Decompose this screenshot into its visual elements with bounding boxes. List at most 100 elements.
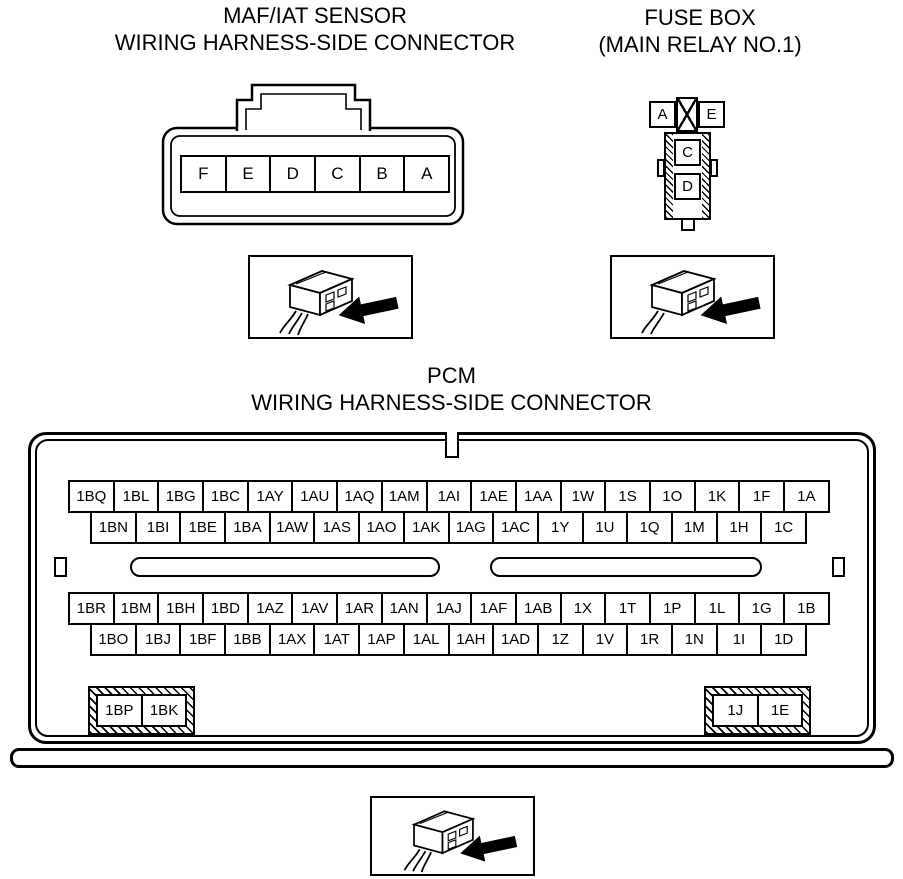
pin-1AY: 1AY xyxy=(246,480,294,513)
pin-1AQ: 1AQ xyxy=(336,480,383,513)
pin-1AI: 1AI xyxy=(425,480,473,513)
pin-1BQ: 1BQ xyxy=(68,480,115,513)
maf-title-line1: MAF/IAT SENSOR xyxy=(223,3,407,28)
pin-1BO: 1BO xyxy=(90,623,137,656)
pin-1AT: 1AT xyxy=(313,623,361,656)
pin-1BG: 1BG xyxy=(157,480,205,513)
pin-1AU: 1AU xyxy=(291,480,339,513)
fuse-keyway-x-icon xyxy=(676,97,698,132)
direction-arrow-icon xyxy=(460,835,518,862)
pin-1AG: 1AG xyxy=(447,511,495,544)
direction-arrow-icon xyxy=(338,296,399,324)
pin-E: E xyxy=(224,155,272,193)
pin-1AB: 1AB xyxy=(514,592,562,625)
wire-line xyxy=(650,312,665,335)
wire-line xyxy=(297,313,309,336)
maf-connector-outline xyxy=(161,83,465,226)
pin-1BP: 1BP xyxy=(96,694,143,727)
pcm-connector-title: PCM WIRING HARNESS-SIDE CONNECTOR xyxy=(0,362,903,416)
wire-line xyxy=(279,310,297,334)
pin-1F: 1F xyxy=(738,480,785,513)
pin-1N: 1N xyxy=(670,623,718,656)
pin-1Z: 1Z xyxy=(536,623,584,656)
fuse-pin-C: C xyxy=(674,139,701,166)
pin-1AR: 1AR xyxy=(336,592,383,625)
pin-1AN: 1AN xyxy=(380,592,428,625)
pin-1D: 1D xyxy=(760,623,807,656)
pin-1BH: 1BH xyxy=(157,592,205,625)
pin-1T: 1T xyxy=(604,592,651,625)
pcm-base-plate xyxy=(10,748,894,768)
pcm-edge-tab-right xyxy=(832,557,845,577)
fuse-pin-A: A xyxy=(649,101,676,128)
pin-1S: 1S xyxy=(604,480,651,513)
pin-1J: 1J xyxy=(712,694,759,727)
pin-1BC: 1BC xyxy=(202,480,249,513)
pin-1BE: 1BE xyxy=(179,511,227,544)
pin-1H: 1H xyxy=(715,511,763,544)
pin-1Q: 1Q xyxy=(626,511,673,544)
fuse-title-line1: FUSE BOX xyxy=(644,5,756,30)
pin-A: A xyxy=(403,155,451,193)
pin-1AX: 1AX xyxy=(268,623,316,656)
maf-connector-title: MAF/IAT SENSOR WIRING HARNESS-SIDE CONNE… xyxy=(100,2,530,56)
pin-1AH: 1AH xyxy=(447,623,495,656)
fuse-pin-D: D xyxy=(674,173,701,200)
pin-1AK: 1AK xyxy=(402,511,450,544)
fuse-title-line2: (MAIN RELAY NO.1) xyxy=(598,32,802,57)
wire-line xyxy=(403,848,421,871)
pin-1A: 1A xyxy=(783,480,830,513)
pin-1G: 1G xyxy=(738,592,785,625)
pin-B: B xyxy=(358,155,406,193)
wire-line xyxy=(420,851,432,873)
pin-1AS: 1AS xyxy=(313,511,361,544)
pin-1AL: 1AL xyxy=(402,623,450,656)
pin-1X: 1X xyxy=(559,592,607,625)
pin-1C: 1C xyxy=(760,511,807,544)
pin-1AV: 1AV xyxy=(291,592,339,625)
pcm-title-line2: WIRING HARNESS-SIDE CONNECTOR xyxy=(251,390,652,415)
pin-1Y: 1Y xyxy=(536,511,584,544)
pin-1AE: 1AE xyxy=(470,480,517,513)
direction-arrow-icon xyxy=(700,296,761,324)
fuse-pin-E: E xyxy=(698,101,725,128)
pin-1V: 1V xyxy=(581,623,629,656)
pcm-top-notch xyxy=(445,432,459,458)
pin-1BR: 1BR xyxy=(68,592,115,625)
pin-1BN: 1BN xyxy=(90,511,137,544)
pin-1BI: 1BI xyxy=(134,511,182,544)
pin-1AO: 1AO xyxy=(358,511,405,544)
pin-1BD: 1BD xyxy=(202,592,249,625)
maf-connector-view-box xyxy=(248,255,413,339)
fuse-box-diagram: A E C D xyxy=(648,96,728,233)
pcm-connector-view-box xyxy=(370,796,535,876)
pcm-title-line1: PCM xyxy=(427,363,476,388)
pin-1BM: 1BM xyxy=(112,592,160,625)
connector-view-icon xyxy=(403,810,518,873)
pcm-center-slot-right xyxy=(490,557,762,577)
fuse-connector-view-box xyxy=(610,255,775,339)
pin-1AW: 1AW xyxy=(268,511,316,544)
pin-1AA: 1AA xyxy=(514,480,562,513)
pin-1AD: 1AD xyxy=(492,623,539,656)
wire-line xyxy=(641,310,659,334)
pin-1BL: 1BL xyxy=(112,480,160,513)
pin-1AP: 1AP xyxy=(358,623,405,656)
maf-key-tab xyxy=(235,83,372,131)
pin-1I: 1I xyxy=(715,623,763,656)
pin-1BA: 1BA xyxy=(224,511,271,544)
pin-1AC: 1AC xyxy=(492,511,539,544)
pin-1L: 1L xyxy=(693,592,741,625)
pin-1AM: 1AM xyxy=(380,480,428,513)
pin-1BB: 1BB xyxy=(224,623,271,656)
